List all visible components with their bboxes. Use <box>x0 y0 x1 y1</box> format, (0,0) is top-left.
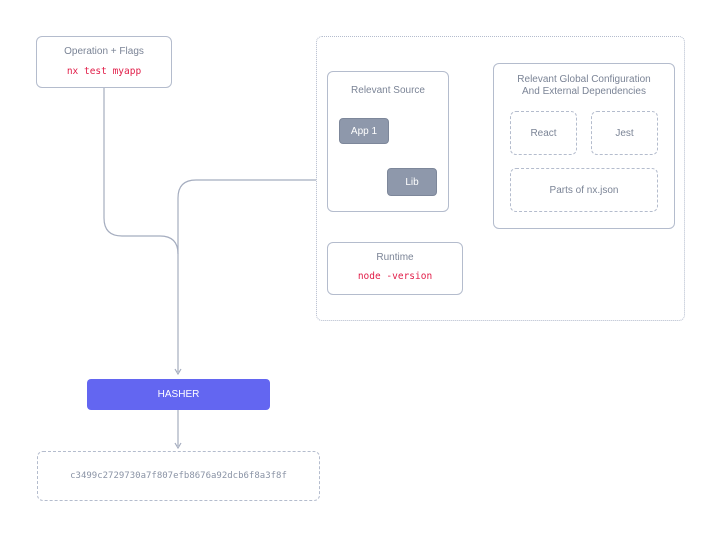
lib-node: Lib <box>387 168 437 196</box>
global-title-line2: And External Dependencies <box>522 86 646 97</box>
arrowhead-hash <box>174 442 182 450</box>
operation-box: Operation + Flags nx test myapp <box>36 36 172 88</box>
jest-item: Jest <box>591 111 658 155</box>
context-to-hasher-line <box>177 179 316 254</box>
context-group <box>316 36 685 321</box>
hash-output-box: c3499c2729730a7f807efb8676a92dcb6f8a3f8f <box>37 451 320 501</box>
runtime-title: Runtime <box>376 252 414 263</box>
app-node: App 1 <box>339 118 389 144</box>
operation-command: nx test myapp <box>66 66 142 77</box>
operation-to-hasher-line <box>103 88 179 372</box>
global-title-line1: Relevant Global Configuration <box>517 74 651 85</box>
nx-json-item: Parts of nx.json <box>510 168 658 212</box>
runtime-box: Runtime node -version <box>327 242 463 295</box>
hasher-block: HASHER <box>87 379 270 410</box>
operation-title: Operation + Flags <box>64 46 144 57</box>
hash-value: c3499c2729730a7f807efb8676a92dcb6f8a3f8f <box>70 471 287 481</box>
runtime-command: node -version <box>357 271 433 282</box>
arrowhead-hasher <box>174 368 182 376</box>
global-config-box: Relevant Global Configuration And Extern… <box>493 63 675 229</box>
react-item: React <box>510 111 577 155</box>
source-title: Relevant Source <box>351 85 425 96</box>
